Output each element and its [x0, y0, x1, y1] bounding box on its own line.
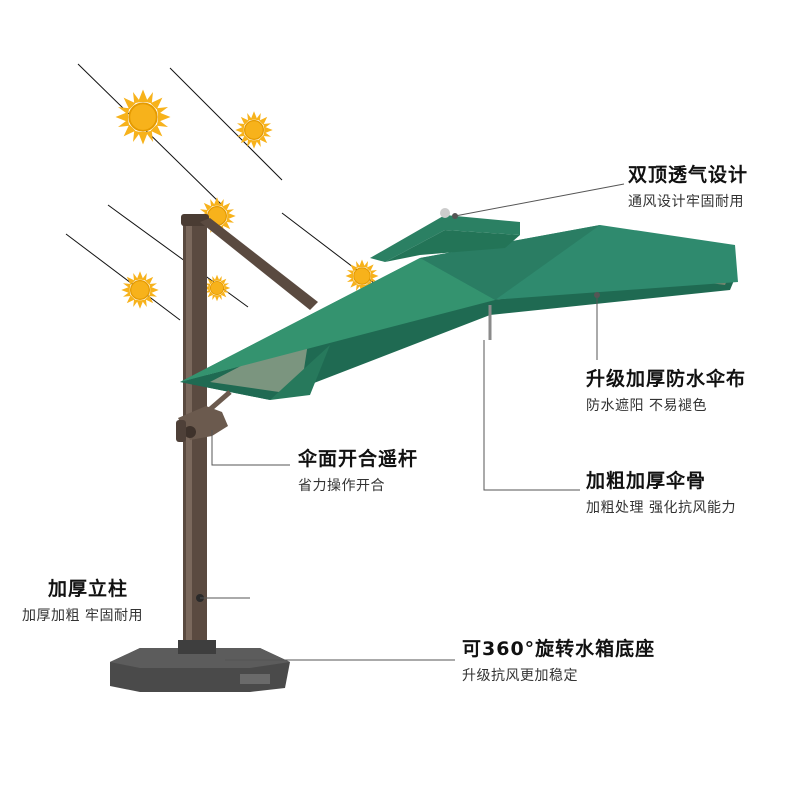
base-title: 可360°旋转水箱底座	[462, 638, 656, 660]
crank-handle	[176, 406, 228, 442]
vent-subtitle: 通风设计牢固耐用	[628, 194, 744, 210]
leader-lines	[200, 183, 625, 661]
pole-title: 加厚立柱	[48, 578, 129, 600]
fabric-subtitle: 防水遮阳 不易褪色	[586, 398, 707, 414]
crank-subtitle: 省力操作开合	[298, 478, 385, 494]
crank-title: 伞面开合遥杆	[298, 448, 419, 470]
sun-icon	[234, 110, 274, 150]
sun-icon	[114, 88, 172, 146]
sun-icon	[120, 270, 160, 310]
crank-annotation: 伞面开合遥杆 省力操作开合	[298, 444, 418, 495]
fabric-annotation: 升级加厚防水伞布 防水遮阳 不易褪色	[586, 364, 746, 415]
base-subtitle: 升级抗风更加稳定	[462, 668, 578, 684]
fabric-title: 升级加厚防水伞布	[586, 368, 747, 390]
ribs-title: 加粗加厚伞骨	[586, 470, 707, 492]
umbrella-canopy	[180, 208, 738, 420]
vent-title: 双顶透气设计	[628, 164, 749, 186]
pole-subtitle: 加厚加粗 牢固耐用	[22, 608, 143, 624]
water-tank-base	[110, 640, 290, 692]
pole-annotation: 加厚立柱 加厚加粗 牢固耐用	[22, 574, 143, 625]
vent-annotation: 双顶透气设计 通风设计牢固耐用	[628, 160, 748, 211]
sun-icon	[203, 274, 231, 302]
ribs-annotation: 加粗加厚伞骨 加粗处理 强化抗风能力	[586, 466, 736, 517]
ribs-subtitle: 加粗处理 强化抗风能力	[586, 500, 736, 516]
base-annotation: 可360°旋转水箱底座 升级抗风更加稳定	[462, 634, 655, 685]
